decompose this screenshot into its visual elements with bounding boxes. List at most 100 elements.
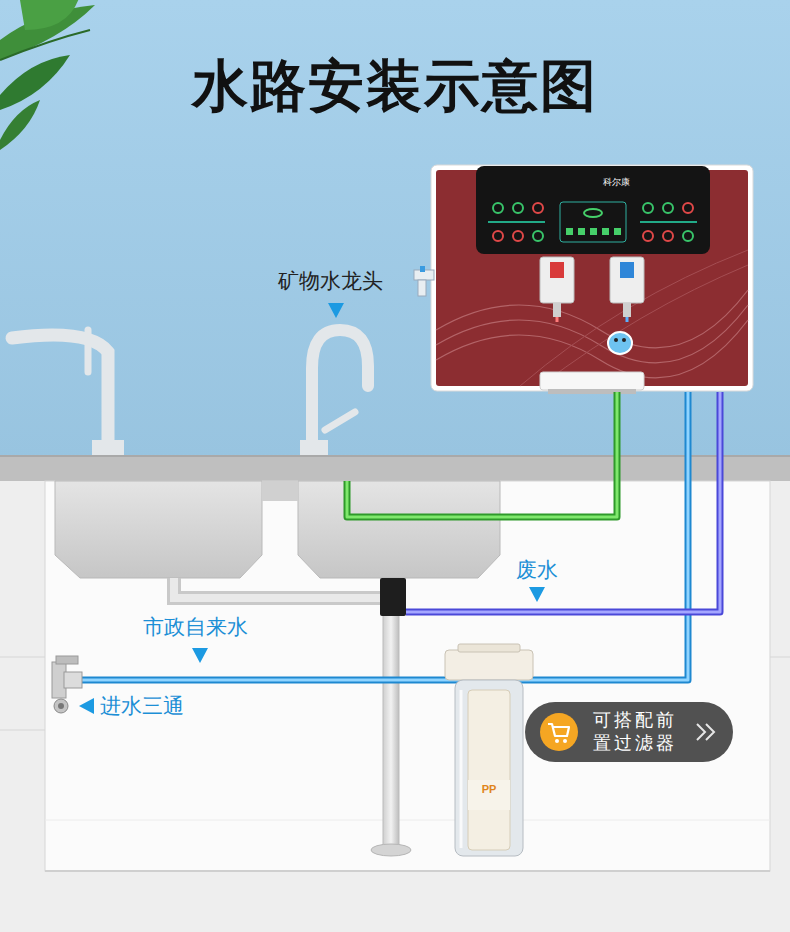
pre-filter-part <box>460 690 463 848</box>
cabinet-part <box>45 820 770 821</box>
water-purifier-part <box>548 389 636 394</box>
water-purifier-part-part <box>643 231 653 241</box>
water-purifier-part-part <box>533 203 543 213</box>
mineral-tap-part <box>420 266 425 272</box>
water-purifier-part-part <box>513 203 523 213</box>
water-purifier-part-part <box>663 203 673 213</box>
cabinet-part <box>45 481 770 871</box>
callout-label: 市政自来水 <box>143 614 248 639</box>
pre-filter <box>445 644 533 856</box>
water-purifier-part <box>622 338 626 342</box>
water-purifier-part-part <box>683 231 693 241</box>
water-purifier-part <box>556 317 559 322</box>
faucet-part <box>325 412 355 430</box>
leaves-part <box>0 30 90 60</box>
promo-text: 可搭配前 置过滤器 <box>593 709 683 756</box>
callout-label: 进水三通 <box>100 693 184 718</box>
pre-filter-part <box>468 690 510 850</box>
waste-water-pipe-part <box>406 392 720 612</box>
sink-part <box>298 481 500 578</box>
wall-part <box>0 0 790 458</box>
cabinet-part <box>0 730 45 731</box>
water-purifier <box>431 165 753 394</box>
sink-part <box>174 578 386 598</box>
water-purifier-part <box>488 202 697 242</box>
callout-label: PP <box>482 783 497 796</box>
water-purifier-part-part <box>566 228 573 235</box>
water-purifier-part-part <box>533 231 543 241</box>
cabinet-part <box>0 481 790 932</box>
callout-label: 矿物水龙头 <box>278 268 383 293</box>
inlet-tee-part <box>56 656 78 664</box>
cabinet-part <box>45 870 770 872</box>
water-purifier-part <box>614 338 618 342</box>
water-purifier-part <box>553 303 561 317</box>
counter <box>0 455 790 481</box>
sink <box>55 481 500 856</box>
water-purifier-part-part <box>578 228 585 235</box>
water-purifier-part <box>608 332 632 354</box>
label-arrows-part <box>529 587 545 602</box>
water-purifier-part <box>476 166 710 254</box>
mineral-tap <box>414 266 434 296</box>
sink-part <box>383 578 399 850</box>
water-purifier-part <box>610 257 644 303</box>
pre-filter-part <box>455 680 523 856</box>
leaves-part <box>0 55 70 110</box>
pre-filter-part <box>445 650 533 680</box>
water-purifier-part-part <box>683 203 693 213</box>
green-pipe-part <box>347 392 617 517</box>
label-arrows-part <box>328 303 344 318</box>
sink-part <box>380 578 406 616</box>
cart-icon-disc <box>540 713 578 751</box>
green-pipe <box>347 392 617 517</box>
faucet-part <box>12 335 108 455</box>
counter-part <box>0 455 790 481</box>
sink-part <box>262 481 298 501</box>
inlet-tee-part <box>54 699 68 713</box>
water-purifier-part <box>620 262 634 278</box>
label-arrows <box>79 303 545 714</box>
tap-water-pipe <box>80 392 688 680</box>
leaves-part <box>0 100 40 150</box>
water-purifier-part-part <box>590 228 597 235</box>
leaves-part <box>20 0 80 30</box>
inlet-tee <box>52 656 82 713</box>
label-arrows-part <box>192 648 208 663</box>
water-purifier-part <box>520 250 748 386</box>
pre-filter-part <box>458 644 520 652</box>
label-arrows-part <box>79 698 94 714</box>
cart-icon-body <box>548 724 569 736</box>
inlet-tee-part <box>64 672 82 688</box>
water-purifier-part <box>540 257 574 303</box>
cart-icon-wheel <box>555 739 559 743</box>
faucet-part <box>85 330 92 372</box>
sink-part <box>174 578 386 598</box>
cabinet <box>0 481 790 932</box>
title: 水路安装示意图 <box>192 52 598 119</box>
faucet-part <box>92 440 124 455</box>
pre-filter-part <box>468 780 510 810</box>
green-pipe-part <box>347 392 617 517</box>
water-purifier-part-part <box>640 221 697 223</box>
water-purifier-part <box>623 303 631 317</box>
faucet-part <box>300 440 328 455</box>
cabinet-part <box>770 657 790 658</box>
water-purifier-part-part <box>614 228 621 235</box>
water-purifier-part <box>626 317 629 322</box>
promo-pill: 可搭配前 置过滤器 <box>525 702 733 763</box>
sink-part <box>371 844 411 856</box>
water-purifier-part-part <box>488 221 545 223</box>
chevron-icon <box>695 722 717 742</box>
cabinet-part <box>0 657 45 658</box>
counter-part <box>0 455 790 457</box>
wall <box>0 0 790 458</box>
water-purifier-part <box>436 305 748 363</box>
inlet-tee-part <box>58 703 64 709</box>
water-purifier-part-part <box>560 202 626 242</box>
callout-label: 科尔康 <box>603 177 630 188</box>
water-purifier-part-part <box>513 231 523 241</box>
chevron-path <box>697 724 714 740</box>
faucet-part <box>312 330 368 455</box>
